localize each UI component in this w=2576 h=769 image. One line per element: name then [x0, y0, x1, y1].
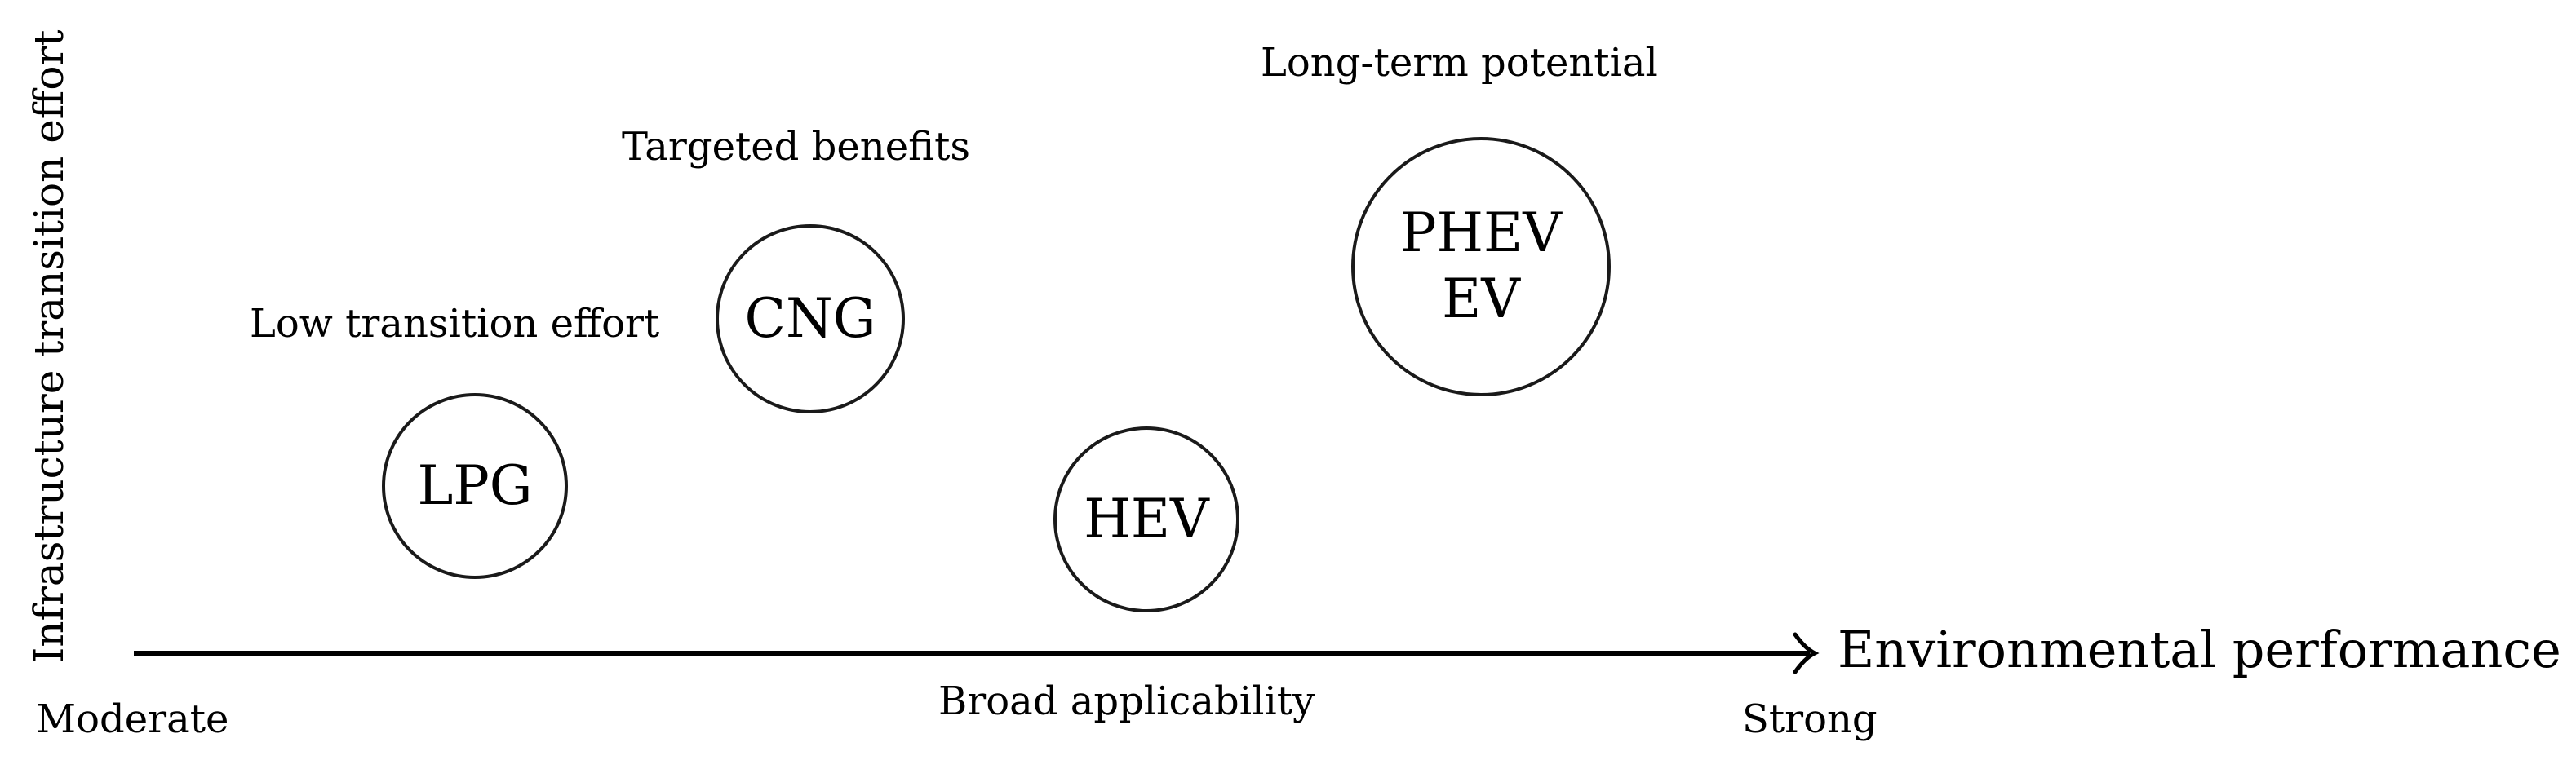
annotation-low-transition-effort: Low transition effort: [250, 301, 660, 347]
annotation-long-term-potential: Long-term potential: [1261, 40, 1658, 86]
node-ev-label: EV: [1442, 267, 1520, 330]
node-cng-label: CNG: [744, 286, 876, 350]
x-axis-end-label: Strong: [1742, 696, 1878, 742]
node-lpg: LPG: [382, 393, 568, 579]
node-hev-label: HEV: [1084, 487, 1209, 550]
x-axis-arrow-icon: [1793, 632, 1820, 674]
annotation-targeted-benefits: Targeted benefits: [622, 124, 971, 170]
node-hev: HEV: [1053, 426, 1239, 612]
x-axis-label: Environmental performance: [1838, 620, 2561, 679]
x-axis-start-label: Moderate: [36, 696, 229, 742]
y-axis-label: Infrastructure transition effort: [25, 29, 73, 664]
node-phev-label: PHEV: [1400, 201, 1562, 265]
node-lpg-label: LPG: [417, 453, 533, 517]
node-cng: CNG: [716, 224, 905, 413]
x-axis-middle-label: Broad applicability: [938, 678, 1315, 724]
node-phev-ev: PHEV EV: [1351, 137, 1611, 396]
